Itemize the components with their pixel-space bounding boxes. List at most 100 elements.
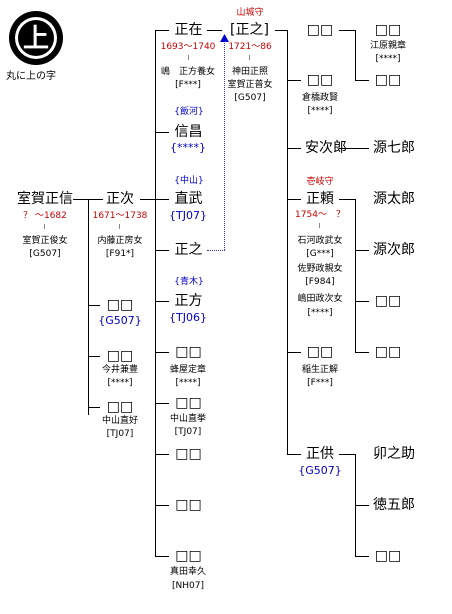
- spouse-tick: [249, 55, 250, 60]
- person-unknown[interactable]: □□: [374, 344, 402, 360]
- line: [155, 132, 169, 133]
- line: [339, 199, 355, 200]
- line: [287, 148, 301, 149]
- person-daughter[interactable]: □□: [306, 344, 334, 360]
- line: [155, 403, 169, 404]
- crest-glyph: 上: [23, 24, 49, 54]
- court-title: 壱岐守: [306, 177, 334, 187]
- person-daughter[interactable]: □□: [106, 297, 134, 313]
- ref-code: [F***]: [307, 378, 333, 388]
- person-masatomo[interactable]: 正供: [306, 446, 334, 462]
- person-masayuki-birth[interactable]: 正之: [174, 242, 203, 258]
- adoption-link: [207, 250, 225, 251]
- line: [355, 250, 369, 251]
- years: 1671～1738: [92, 211, 148, 221]
- line: [88, 305, 100, 306]
- line: [355, 556, 369, 557]
- person-unknown[interactable]: □□: [374, 72, 402, 88]
- line: [287, 80, 301, 81]
- arrow-up-icon: [220, 34, 229, 42]
- ref-code: [F984]: [305, 277, 335, 287]
- spouse: 嶋 正方養女: [160, 67, 215, 77]
- person-yasujiro[interactable]: 安次郎: [305, 140, 347, 156]
- person-daughter[interactable]: □□: [175, 548, 202, 564]
- person-unosuke[interactable]: 卯之助: [373, 446, 415, 462]
- person-masanobu[interactable]: 室賀正信: [17, 191, 73, 207]
- line: [155, 30, 156, 556]
- line: [155, 199, 169, 200]
- ref-code: {G507}: [298, 464, 342, 477]
- line: [287, 199, 301, 200]
- spouse: 中山直挙: [169, 414, 206, 424]
- line: [88, 199, 89, 415]
- ref-code: [G507]: [234, 93, 266, 103]
- years: 1754～ ？: [295, 210, 345, 220]
- spouse: 嶋田政次女: [297, 294, 343, 304]
- person-daughter[interactable]: □□: [175, 395, 202, 411]
- spouse: 蜂屋定章: [169, 365, 206, 375]
- spouse: 室賀正普女: [227, 80, 273, 90]
- line: [88, 356, 100, 357]
- line: [275, 30, 287, 31]
- person-genshichiro[interactable]: 源七郎: [373, 140, 415, 156]
- person-unknown[interactable]: □□: [374, 548, 402, 564]
- line: [207, 30, 222, 31]
- spouse: 佐野政親女: [297, 264, 343, 274]
- adoption-family: {飯河}: [174, 107, 204, 117]
- spouse-tick: [119, 224, 120, 229]
- line: [355, 505, 369, 506]
- person-masayuki[interactable]: [正之]: [230, 22, 269, 38]
- ref-code: [G***]: [306, 249, 334, 259]
- person-daughter[interactable]: □□: [106, 348, 134, 364]
- ref-code: [****]: [375, 54, 401, 64]
- ref-code: {TJ06}: [169, 311, 207, 324]
- person-unknown[interactable]: □□: [374, 293, 402, 309]
- person-unknown[interactable]: □□: [306, 22, 334, 38]
- ref-code: [F91*]: [105, 249, 135, 259]
- spouse: 今井兼豊: [101, 365, 138, 375]
- person-masakata[interactable]: 正方: [174, 293, 203, 309]
- line: [155, 505, 169, 506]
- line: [355, 199, 356, 352]
- spouse-tick: [188, 55, 189, 60]
- line: [287, 30, 288, 454]
- person-unknown[interactable]: □□: [175, 497, 202, 513]
- person-gentaro[interactable]: 源太郎: [373, 191, 415, 207]
- ref-code: {TJ07}: [169, 209, 207, 222]
- person-tokugoro[interactable]: 徳五郎: [373, 497, 415, 513]
- ref-code: [TJ07]: [106, 429, 134, 439]
- spouse: 石河政武女: [297, 236, 343, 246]
- line: [155, 352, 169, 353]
- person-unknown[interactable]: □□: [175, 446, 202, 462]
- line: [339, 454, 355, 455]
- person-nobumasa[interactable]: 信昌: [174, 124, 203, 140]
- spouse: 神田正照: [231, 67, 268, 77]
- line: [339, 30, 355, 31]
- ref-code: [G507]: [29, 249, 61, 259]
- person-masayori[interactable]: 正頼: [306, 191, 334, 207]
- line: [355, 301, 369, 302]
- line: [88, 407, 100, 408]
- person-daughter[interactable]: □□: [106, 399, 134, 415]
- spouse: 真田幸久: [169, 567, 206, 577]
- spouse-tick: [44, 224, 45, 229]
- person-genjiro[interactable]: 源次郎: [373, 242, 415, 258]
- person-masatsugu[interactable]: 正次: [106, 191, 134, 207]
- ref-code: [NH07]: [172, 581, 204, 591]
- spouse: 室賀正俊女: [22, 236, 68, 246]
- person-masaari[interactable]: 正在: [174, 22, 203, 38]
- years: ？ ～1682: [23, 211, 67, 221]
- person-daughter[interactable]: □□: [374, 22, 402, 38]
- spouse: 倉橋政賢: [301, 93, 338, 103]
- ref-code: [****]: [307, 308, 333, 318]
- ref-code: {****}: [170, 141, 206, 154]
- ref-code: [****]: [175, 378, 201, 388]
- person-daughter[interactable]: □□: [175, 344, 202, 360]
- line: [287, 352, 301, 353]
- line: [287, 454, 301, 455]
- line: [155, 556, 169, 557]
- person-naotake[interactable]: 直武: [174, 191, 203, 207]
- spouse: 内藤正房女: [97, 236, 143, 246]
- line: [339, 148, 369, 149]
- person-daughter[interactable]: □□: [306, 72, 334, 88]
